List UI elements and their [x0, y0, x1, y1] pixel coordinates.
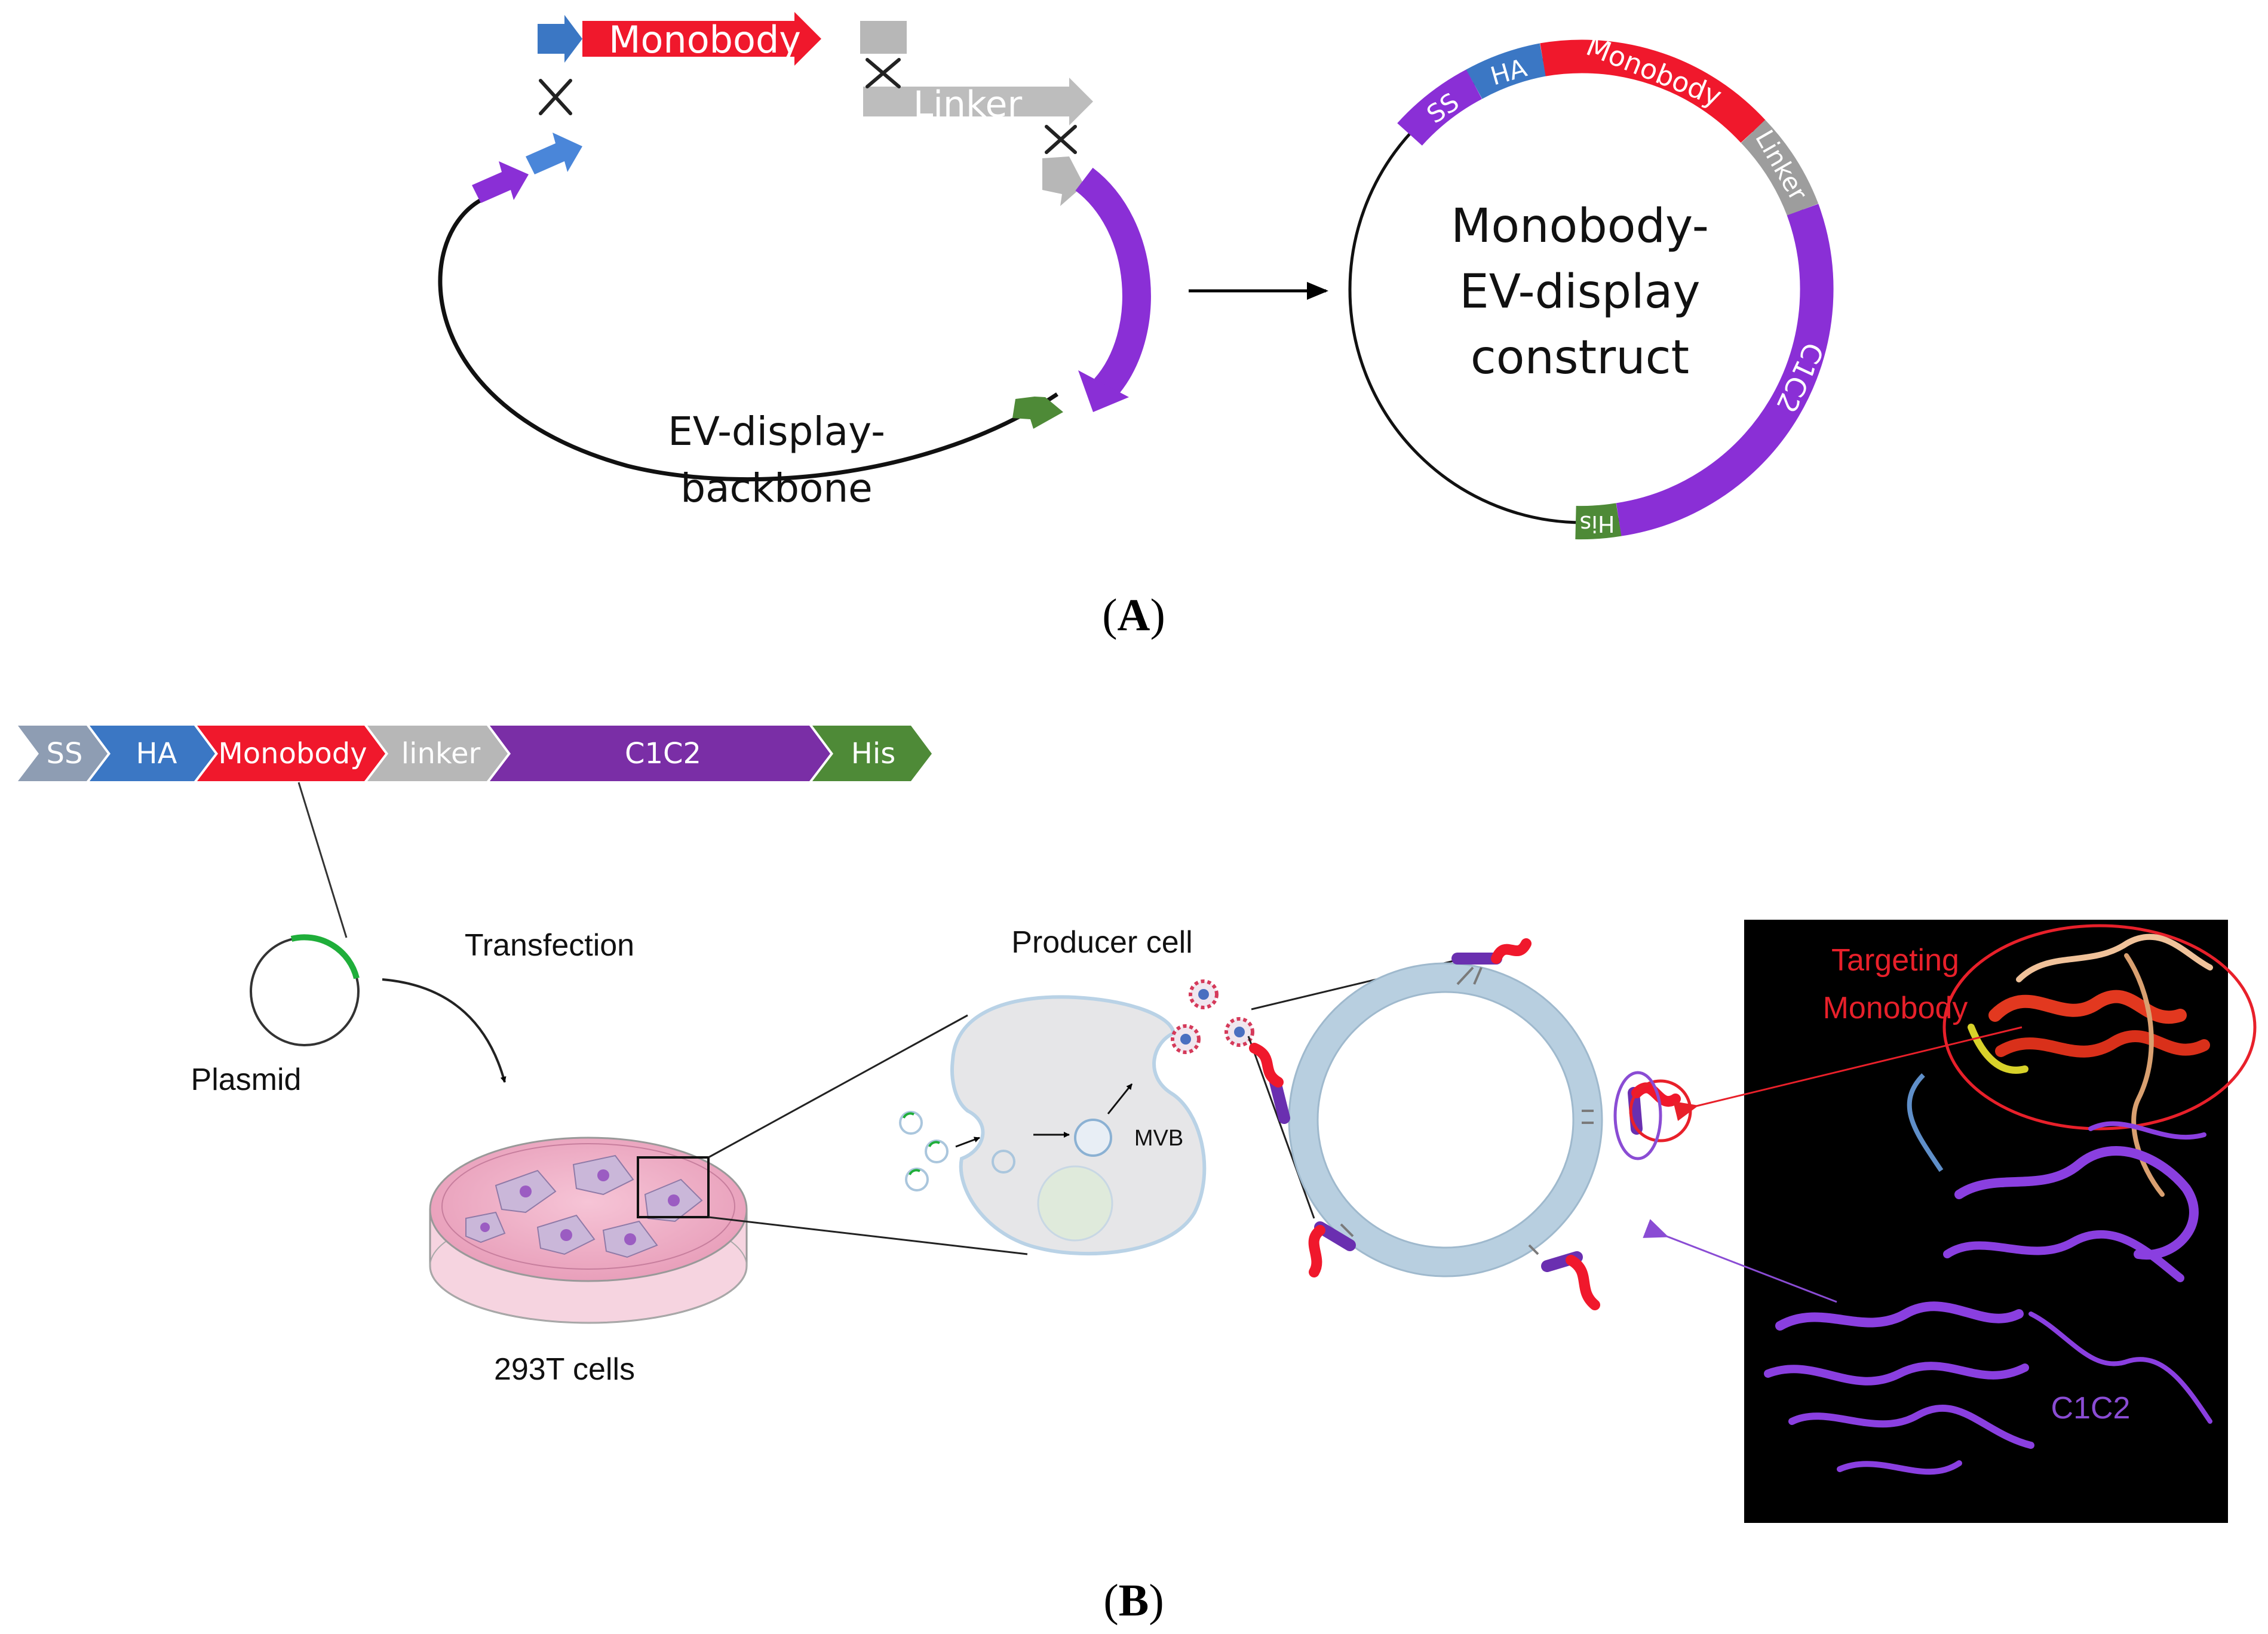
caption-b: (B) — [1103, 1575, 1164, 1626]
ring-label-his: His — [1580, 511, 1615, 537]
panel-a: Monobody Linker EV-display- — [438, 12, 1834, 640]
backbone-c1c2-head — [1078, 370, 1129, 412]
internalization-arrow — [955, 1137, 980, 1148]
backbone-c1c2-arc — [1075, 167, 1151, 398]
linker-ribbon — [1907, 1073, 1944, 1172]
secretion-arrow — [1107, 1083, 1133, 1114]
backbone-line — [438, 198, 1058, 482]
gene-label-linker: linker — [401, 737, 481, 770]
crossover-mark — [866, 58, 901, 88]
gene-segment-monobody — [197, 726, 385, 781]
monobody-ev-display-construct: SS HA Monobody Linker C1C2 His Monobody-… — [1348, 29, 1834, 540]
ev-display-backbone: EV-display- backbone — [438, 133, 1151, 511]
transfection-arrow — [382, 978, 507, 1083]
crossover-mark — [539, 79, 572, 115]
cells-label: 293T cells — [494, 1352, 635, 1387]
gene-segment-ss — [18, 726, 108, 781]
targeting-monobody-label-line1: Targeting — [1831, 943, 1959, 978]
cell-nuclei — [480, 1169, 680, 1245]
gene-construct-bar: SS HA Monobody linker C1C2 His — [18, 726, 932, 781]
producer-cell: Producer cell MVB — [899, 925, 1254, 1256]
ring-segment-his — [1575, 503, 1622, 540]
plasmid-label: Plasmid — [191, 1062, 302, 1097]
monobody-fragment-arrow — [582, 12, 821, 66]
endocytic-vesicles — [899, 1111, 1015, 1191]
transfection-label: Transfection — [465, 928, 634, 963]
zoom-line — [708, 1216, 1028, 1255]
backbone-label-line1: EV-display- — [668, 408, 885, 454]
secreted-evs — [1171, 979, 1254, 1054]
c1c2-structure-label: C1C2 — [2051, 1391, 2131, 1426]
ev-membrane-inner-edge — [1316, 991, 1575, 1249]
gene-label-ha: HA — [136, 737, 177, 770]
monobody-domain-ellipse — [1942, 924, 2257, 1131]
ha-fragment-arrow — [538, 15, 582, 63]
extracellular-vesicle — [1249, 938, 1692, 1310]
gene-segment-c1c2 — [490, 726, 830, 781]
gene-label-c1c2: C1C2 — [625, 737, 701, 770]
gene-segment-his — [812, 726, 932, 781]
zoom-region-box — [637, 1156, 710, 1218]
linker-fragment-label: Linker — [913, 84, 1023, 125]
multivesicular-body — [1074, 1119, 1112, 1157]
backbone-label-line2: backbone — [680, 465, 873, 511]
c1c2-ribbon — [1764, 1121, 2212, 1475]
dish-inner-rim — [441, 1143, 735, 1270]
linker-fragment-arrow — [863, 78, 1093, 125]
construct-label-line1: Monobody- — [1451, 199, 1709, 253]
crossover-mark — [1045, 125, 1077, 154]
ring-label-linker: Linker — [1750, 125, 1813, 206]
dish-medium — [429, 1137, 748, 1282]
monobody-fragment-label: Monobody — [609, 18, 801, 62]
producer-cell-label: Producer cell — [1011, 925, 1192, 960]
ev-membrane — [1289, 963, 1602, 1276]
linker-fragment-block — [860, 21, 907, 54]
panel-b: SS HA Monobody linker C1C2 His Plasmid T… — [18, 726, 2257, 1626]
displayed-fusion-protein — [1308, 1221, 1356, 1277]
construct-label-line2: EV-display — [1459, 265, 1700, 319]
vesicle-cargo — [903, 1112, 940, 1175]
gene-label-his: His — [851, 737, 895, 770]
backbone-purple-arrow — [472, 161, 529, 203]
caption-a: (A) — [1102, 590, 1165, 640]
insert-fragments: Monobody Linker — [538, 12, 1093, 154]
gene-label-ss: SS — [47, 737, 83, 770]
gene-segment-linker — [367, 726, 508, 781]
protein-structure-panel: Targeting Monobody C1C2 — [1744, 920, 2257, 1523]
monobody-pointer-arrow — [1673, 1026, 2023, 1121]
gene-segment-ha — [90, 726, 215, 781]
ring-segment-c1c2 — [1616, 204, 1834, 536]
gene-to-plasmid-line — [297, 782, 348, 938]
nucleus — [1037, 1165, 1113, 1242]
displayed-fusion-protein — [1249, 1043, 1290, 1124]
culture-dish — [429, 1137, 748, 1324]
c1c2-highlight-ellipse — [1613, 1071, 1662, 1160]
displayed-fusion-protein — [1451, 938, 1532, 985]
backbone-grey-arrow — [1042, 156, 1084, 206]
zoom-line — [1247, 1036, 1315, 1219]
backbone-his-arrow — [1012, 397, 1063, 429]
c1c2-pointer-arrow — [1643, 1219, 1837, 1303]
plasmid-insert-arc — [290, 934, 360, 979]
ring-label-c1c2: C1C2 — [1770, 337, 1830, 417]
producer-cell-body — [950, 995, 1207, 1256]
ring-segment-linker — [1741, 119, 1819, 216]
displayed-fusion-protein — [1528, 1244, 1600, 1310]
ring-segment-ha — [1466, 43, 1546, 99]
construct-label-line3: construct — [1471, 331, 1689, 385]
mvb-label: MVB — [1134, 1126, 1183, 1151]
backbone-blue-arrow — [526, 133, 582, 174]
gene-label-monobody: Monobody — [218, 737, 367, 770]
zoom-line — [708, 1014, 968, 1159]
ring-segment-ss — [1397, 69, 1483, 146]
ring-segment-monobody — [1540, 39, 1766, 143]
